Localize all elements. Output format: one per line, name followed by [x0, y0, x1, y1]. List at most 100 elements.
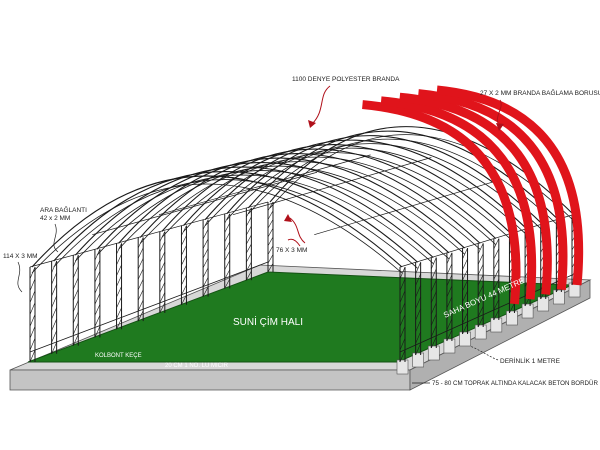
- footing-block: [427, 345, 440, 361]
- truss-web: [116, 253, 122, 265]
- footing-block: [490, 317, 503, 333]
- truss-web: [137, 310, 144, 322]
- truss-web: [181, 245, 187, 256]
- arch-chord-inner: [183, 152, 512, 241]
- arch-chord-inner: [248, 138, 559, 227]
- intermediate-connection-label: ARA BAĞLANTI: [40, 205, 87, 214]
- depth-label: DERİNLİK 1 METRE: [500, 356, 561, 365]
- truss-web: [415, 343, 421, 356]
- truss-web: [137, 289, 144, 301]
- truss-web: [446, 296, 453, 309]
- gravel-label: 20 CM 1 NO. LU MICIR: [165, 363, 229, 369]
- tarp-strip: [436, 85, 584, 286]
- truss-web: [477, 285, 484, 296]
- truss-web: [94, 260, 101, 272]
- truss-web: [246, 271, 252, 281]
- truss-web: [224, 250, 230, 261]
- intermediate-connection-size-label: 42 x 2 MM: [40, 215, 70, 222]
- truss-web: [462, 312, 468, 324]
- arch-truss: [137, 153, 484, 328]
- truss-web: [446, 274, 453, 287]
- truss-web: [159, 261, 166, 273]
- truss-web: [51, 342, 57, 354]
- truss-web: [224, 260, 230, 270]
- truss-web: [493, 299, 500, 310]
- truss-web: [462, 258, 468, 270]
- truss-web: [224, 222, 230, 233]
- truss-web: [399, 314, 406, 327]
- truss-web: [29, 302, 36, 315]
- intermediate-connection-leader: [53, 223, 59, 253]
- purlin: [232, 157, 432, 216]
- truss-web: [493, 258, 500, 270]
- arch-truss: [51, 170, 422, 356]
- truss-web: [72, 266, 79, 278]
- truss-web: [477, 274, 484, 286]
- truss-web: [493, 289, 500, 300]
- truss-web: [267, 228, 274, 238]
- truss-web: [246, 243, 252, 254]
- truss-web: [181, 255, 187, 266]
- arch-truss: [116, 157, 469, 335]
- truss-web: [94, 271, 101, 283]
- truss-web: [202, 248, 209, 259]
- truss-web: [267, 254, 274, 264]
- arch-chord-inner: [139, 161, 481, 250]
- truss-web: [159, 272, 166, 283]
- truss-web: [477, 316, 484, 328]
- truss-web: [159, 251, 166, 263]
- truss-web: [493, 309, 500, 321]
- truss-web: [267, 263, 274, 273]
- truss-web: [29, 350, 36, 363]
- truss-web: [159, 282, 166, 293]
- truss-web: [446, 263, 453, 275]
- truss-web: [462, 301, 468, 313]
- depth-leader: [469, 345, 499, 361]
- truss-web: [430, 336, 437, 349]
- truss-web: [159, 292, 166, 303]
- truss-web: [446, 285, 453, 298]
- truss-web: [137, 279, 144, 290]
- truss-web: [94, 282, 101, 294]
- truss-web: [29, 326, 36, 339]
- truss-web: [72, 300, 79, 312]
- truss-web: [29, 278, 36, 291]
- truss-web: [430, 325, 437, 337]
- footing-block: [459, 331, 471, 347]
- truss-web: [224, 278, 230, 289]
- polyester-tarp-label: 1100 DENYE POLYESTER BRANDA: [292, 76, 400, 83]
- arch-chord: [183, 144, 512, 235]
- truss-web: [430, 313, 437, 326]
- truss-web: [137, 300, 144, 311]
- truss-web: [51, 330, 57, 343]
- truss-web: [415, 262, 421, 274]
- truss-web: [137, 247, 144, 259]
- truss-web: [399, 290, 406, 303]
- pipe-76-arrow-up: [284, 214, 292, 222]
- truss-web: [116, 264, 122, 276]
- felt-label: KOLBONT KEÇE: [95, 353, 142, 359]
- arch-chord-inner: [161, 156, 497, 245]
- truss-web: [181, 294, 187, 305]
- polyester-tarp-leader: [311, 85, 331, 125]
- truss-web: [51, 307, 57, 320]
- truss-web: [224, 213, 230, 224]
- truss-web: [202, 229, 209, 240]
- arch-chord-inner: [31, 183, 403, 274]
- grass-label: SUNİ ÇİM HALI: [233, 315, 303, 328]
- truss-web: [430, 257, 437, 269]
- truss-web: [493, 269, 500, 280]
- footing-block: [396, 359, 409, 375]
- truss-web: [202, 257, 209, 268]
- truss-web: [51, 318, 57, 331]
- red-tarp-panels: [362, 85, 584, 305]
- tarp-pipe-label: 27 X 2 MM BRANDA BAĞLAMA BORUSU: [480, 88, 600, 97]
- truss-web: [181, 265, 187, 276]
- truss-web: [462, 323, 468, 335]
- truss-web: [399, 278, 406, 291]
- truss-web: [94, 326, 101, 338]
- truss-web: [246, 225, 252, 236]
- truss-web: [399, 338, 406, 351]
- truss-web: [267, 245, 274, 255]
